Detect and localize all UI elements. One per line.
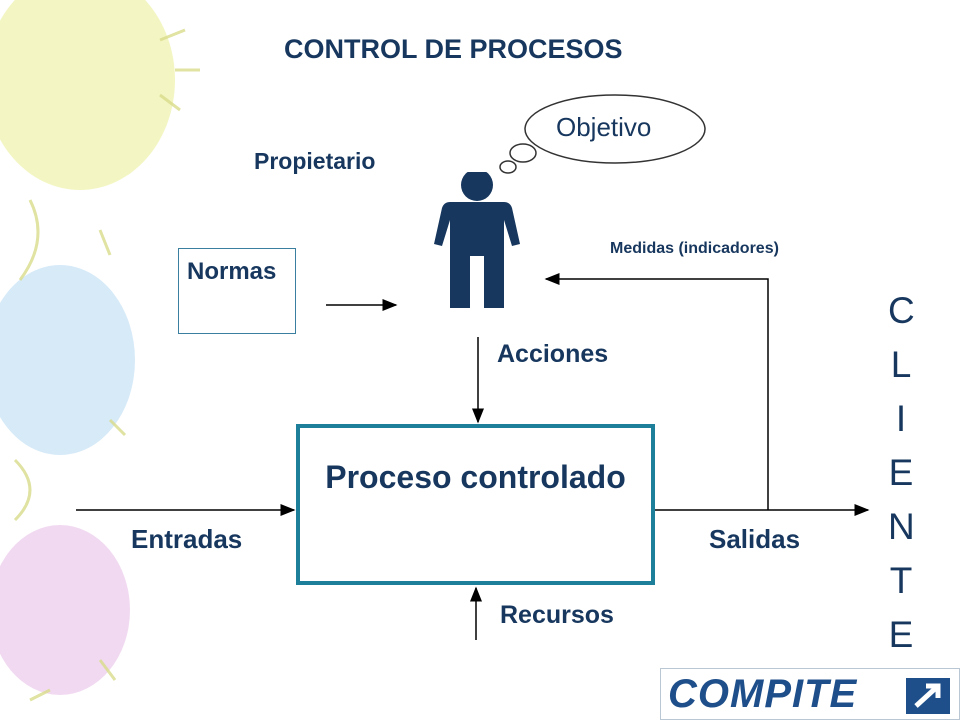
- owner-label: Propietario: [254, 148, 376, 174]
- balloon-yellow: [0, 0, 175, 190]
- process-label: Proceso controlado: [325, 459, 626, 495]
- measures-label: Medidas (indicadores): [610, 240, 779, 257]
- norms-box: [178, 248, 296, 334]
- person-icon: [434, 172, 520, 308]
- measures-feedback-arrow: [544, 273, 769, 510]
- diagram-title: CONTROL DE PROCESOS: [284, 34, 623, 64]
- resources-label: Recursos: [500, 601, 614, 629]
- logo-arrow-icon: [906, 678, 950, 714]
- client-label: CLIENTE: [888, 290, 915, 655]
- process-box: [296, 424, 655, 585]
- actions-label: Acciones: [497, 340, 609, 368]
- norms-label: Normas: [187, 258, 277, 285]
- balloon-pink: [0, 525, 130, 695]
- thought-bubble: [499, 94, 706, 174]
- compite-logo-text: COMPITE: [668, 672, 858, 716]
- objective-label: Objetivo: [556, 112, 652, 142]
- balloon-blue: [0, 265, 135, 455]
- inputs-label: Entradas: [131, 524, 243, 554]
- outputs-label: Salidas: [709, 524, 801, 554]
